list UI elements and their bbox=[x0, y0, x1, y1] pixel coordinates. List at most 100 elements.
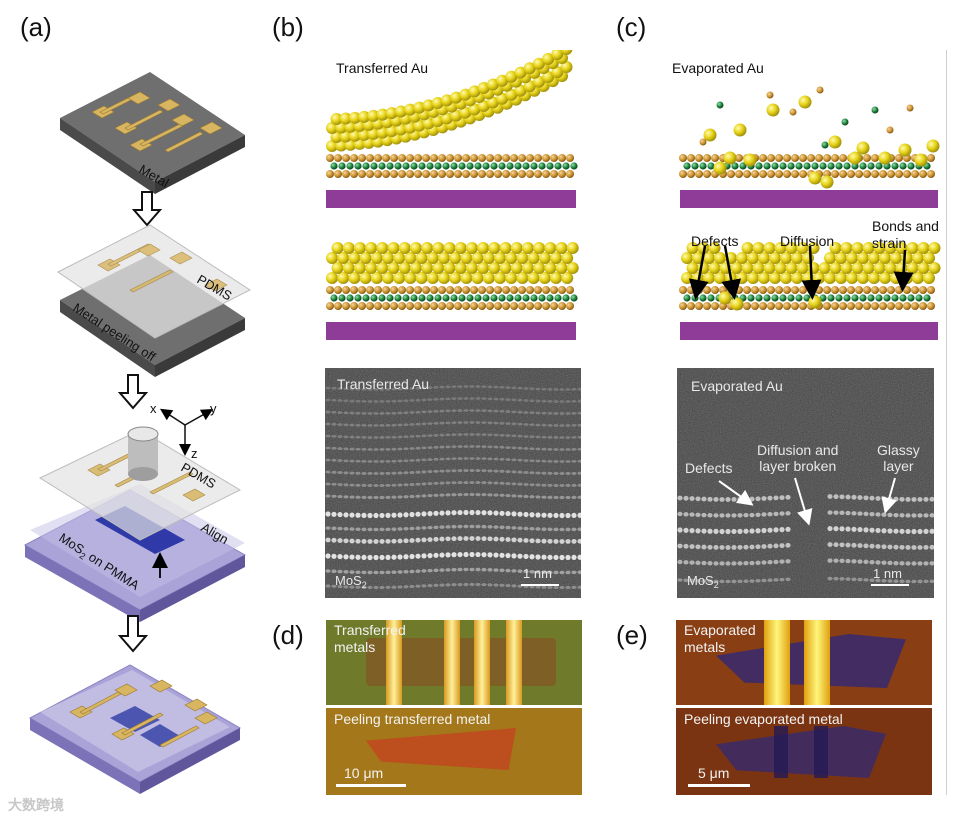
sulfur-atom bbox=[687, 170, 695, 178]
lattice-fringe bbox=[905, 497, 911, 502]
tem-c-scale-bar bbox=[871, 584, 909, 586]
gold-atom bbox=[367, 109, 380, 122]
lattice-fringe bbox=[899, 579, 905, 584]
lattice-fringe bbox=[451, 469, 457, 473]
lattice-fringe bbox=[415, 446, 421, 450]
lattice-fringe bbox=[385, 399, 391, 403]
lattice-fringe bbox=[535, 387, 541, 391]
sulfur-atom bbox=[895, 302, 903, 310]
lattice-fringe bbox=[767, 527, 773, 533]
gold-atom bbox=[359, 272, 372, 284]
substrate-layer bbox=[680, 322, 938, 340]
sulfur-atom bbox=[550, 154, 558, 162]
lattice-fringe bbox=[385, 435, 391, 439]
gold-atom bbox=[544, 242, 557, 254]
lattice-fringe bbox=[701, 579, 707, 583]
lattice-fringe bbox=[457, 509, 463, 516]
sulfur-atom bbox=[711, 286, 719, 294]
molybdenum-atom bbox=[835, 294, 843, 302]
sulfur-atom bbox=[374, 154, 382, 162]
lattice-fringe bbox=[571, 539, 577, 544]
lattice-fringe bbox=[893, 512, 899, 518]
lattice-fringe bbox=[559, 570, 565, 575]
molybdenum-atom bbox=[362, 162, 370, 170]
lattice-fringe bbox=[523, 399, 529, 402]
lattice-fringe bbox=[917, 528, 923, 535]
lattice-fringe bbox=[923, 561, 929, 566]
lattice-fringe bbox=[737, 561, 743, 566]
lattice-fringe bbox=[409, 483, 415, 487]
lattice-fringe bbox=[893, 528, 899, 534]
lattice-fringe bbox=[367, 436, 373, 439]
lattice-fringe bbox=[725, 579, 731, 584]
lattice-fringe bbox=[887, 560, 893, 566]
lattice-fringe bbox=[325, 494, 331, 498]
lattice-fringe bbox=[559, 483, 565, 487]
lattice-fringe bbox=[845, 526, 851, 532]
lattice-fringe bbox=[535, 495, 541, 499]
lattice-fringe bbox=[433, 536, 439, 542]
sulfur-atom bbox=[791, 302, 799, 310]
sulfur-atom bbox=[679, 302, 687, 310]
lattice-fringe bbox=[475, 536, 481, 541]
lattice-fringe bbox=[719, 561, 725, 566]
gold-atom bbox=[331, 242, 344, 254]
sulfur-atom bbox=[390, 154, 398, 162]
lattice-fringe bbox=[535, 570, 541, 574]
lattice-fringe bbox=[779, 527, 785, 533]
lattice-fringe bbox=[361, 585, 367, 589]
lattice-fringe bbox=[403, 387, 409, 391]
gold-atom bbox=[848, 151, 862, 165]
molybdenum-atom bbox=[843, 294, 851, 302]
molybdenum-atom bbox=[514, 294, 522, 302]
sulfur-atom bbox=[390, 286, 398, 294]
lattice-fringe bbox=[517, 526, 523, 530]
gold-atom bbox=[488, 262, 501, 274]
lattice-fringe bbox=[379, 388, 385, 391]
sulfur-atom bbox=[558, 154, 566, 162]
gold-atom bbox=[370, 272, 383, 284]
lattice-fringe bbox=[493, 525, 499, 529]
gold-atom bbox=[769, 272, 781, 284]
sulfur-atom bbox=[358, 154, 366, 162]
lattice-fringe bbox=[875, 496, 881, 501]
lattice-fringe bbox=[541, 387, 547, 391]
lattice-fringe bbox=[773, 543, 779, 549]
sulfur-atom bbox=[871, 170, 879, 178]
sulfur-atom bbox=[470, 302, 478, 310]
lattice-fringe bbox=[439, 397, 445, 401]
gold-atom bbox=[532, 75, 545, 88]
lattice-fringe bbox=[325, 410, 331, 414]
sulfur-atom bbox=[831, 170, 839, 178]
lattice-fringe bbox=[559, 554, 565, 561]
gold-atom bbox=[840, 242, 853, 254]
sulfur-atom bbox=[927, 302, 935, 310]
gold-atom bbox=[703, 252, 715, 264]
lattice-fringe bbox=[463, 582, 469, 587]
lattice-fringe bbox=[833, 526, 839, 532]
lattice-fringe bbox=[349, 495, 355, 499]
lattice-fringe bbox=[355, 538, 361, 544]
lattice-fringe bbox=[457, 567, 463, 572]
lattice-fringe bbox=[367, 471, 373, 475]
lattice-fringe bbox=[547, 399, 553, 403]
lattice-fringe bbox=[325, 511, 331, 517]
substrate-layer bbox=[326, 322, 576, 340]
lattice-fringe bbox=[433, 409, 439, 413]
sulfur-atom bbox=[414, 170, 422, 178]
lattice-fringe bbox=[571, 460, 577, 463]
lattice-fringe bbox=[565, 436, 571, 439]
sulfur-atom bbox=[855, 286, 863, 294]
gold-atom bbox=[681, 252, 693, 264]
gold-atom bbox=[353, 242, 366, 254]
lattice-fringe bbox=[355, 471, 361, 475]
sulfur-atom bbox=[358, 170, 366, 178]
lattice-fringe bbox=[367, 495, 373, 500]
lattice-fringe bbox=[547, 483, 553, 487]
sulfur-atom bbox=[879, 170, 887, 178]
lattice-fringe bbox=[875, 512, 881, 517]
lattice-fringe bbox=[881, 560, 887, 565]
molybdenum-atom bbox=[707, 294, 715, 302]
lattice-fringe bbox=[493, 409, 499, 413]
lattice-fringe bbox=[499, 493, 505, 497]
